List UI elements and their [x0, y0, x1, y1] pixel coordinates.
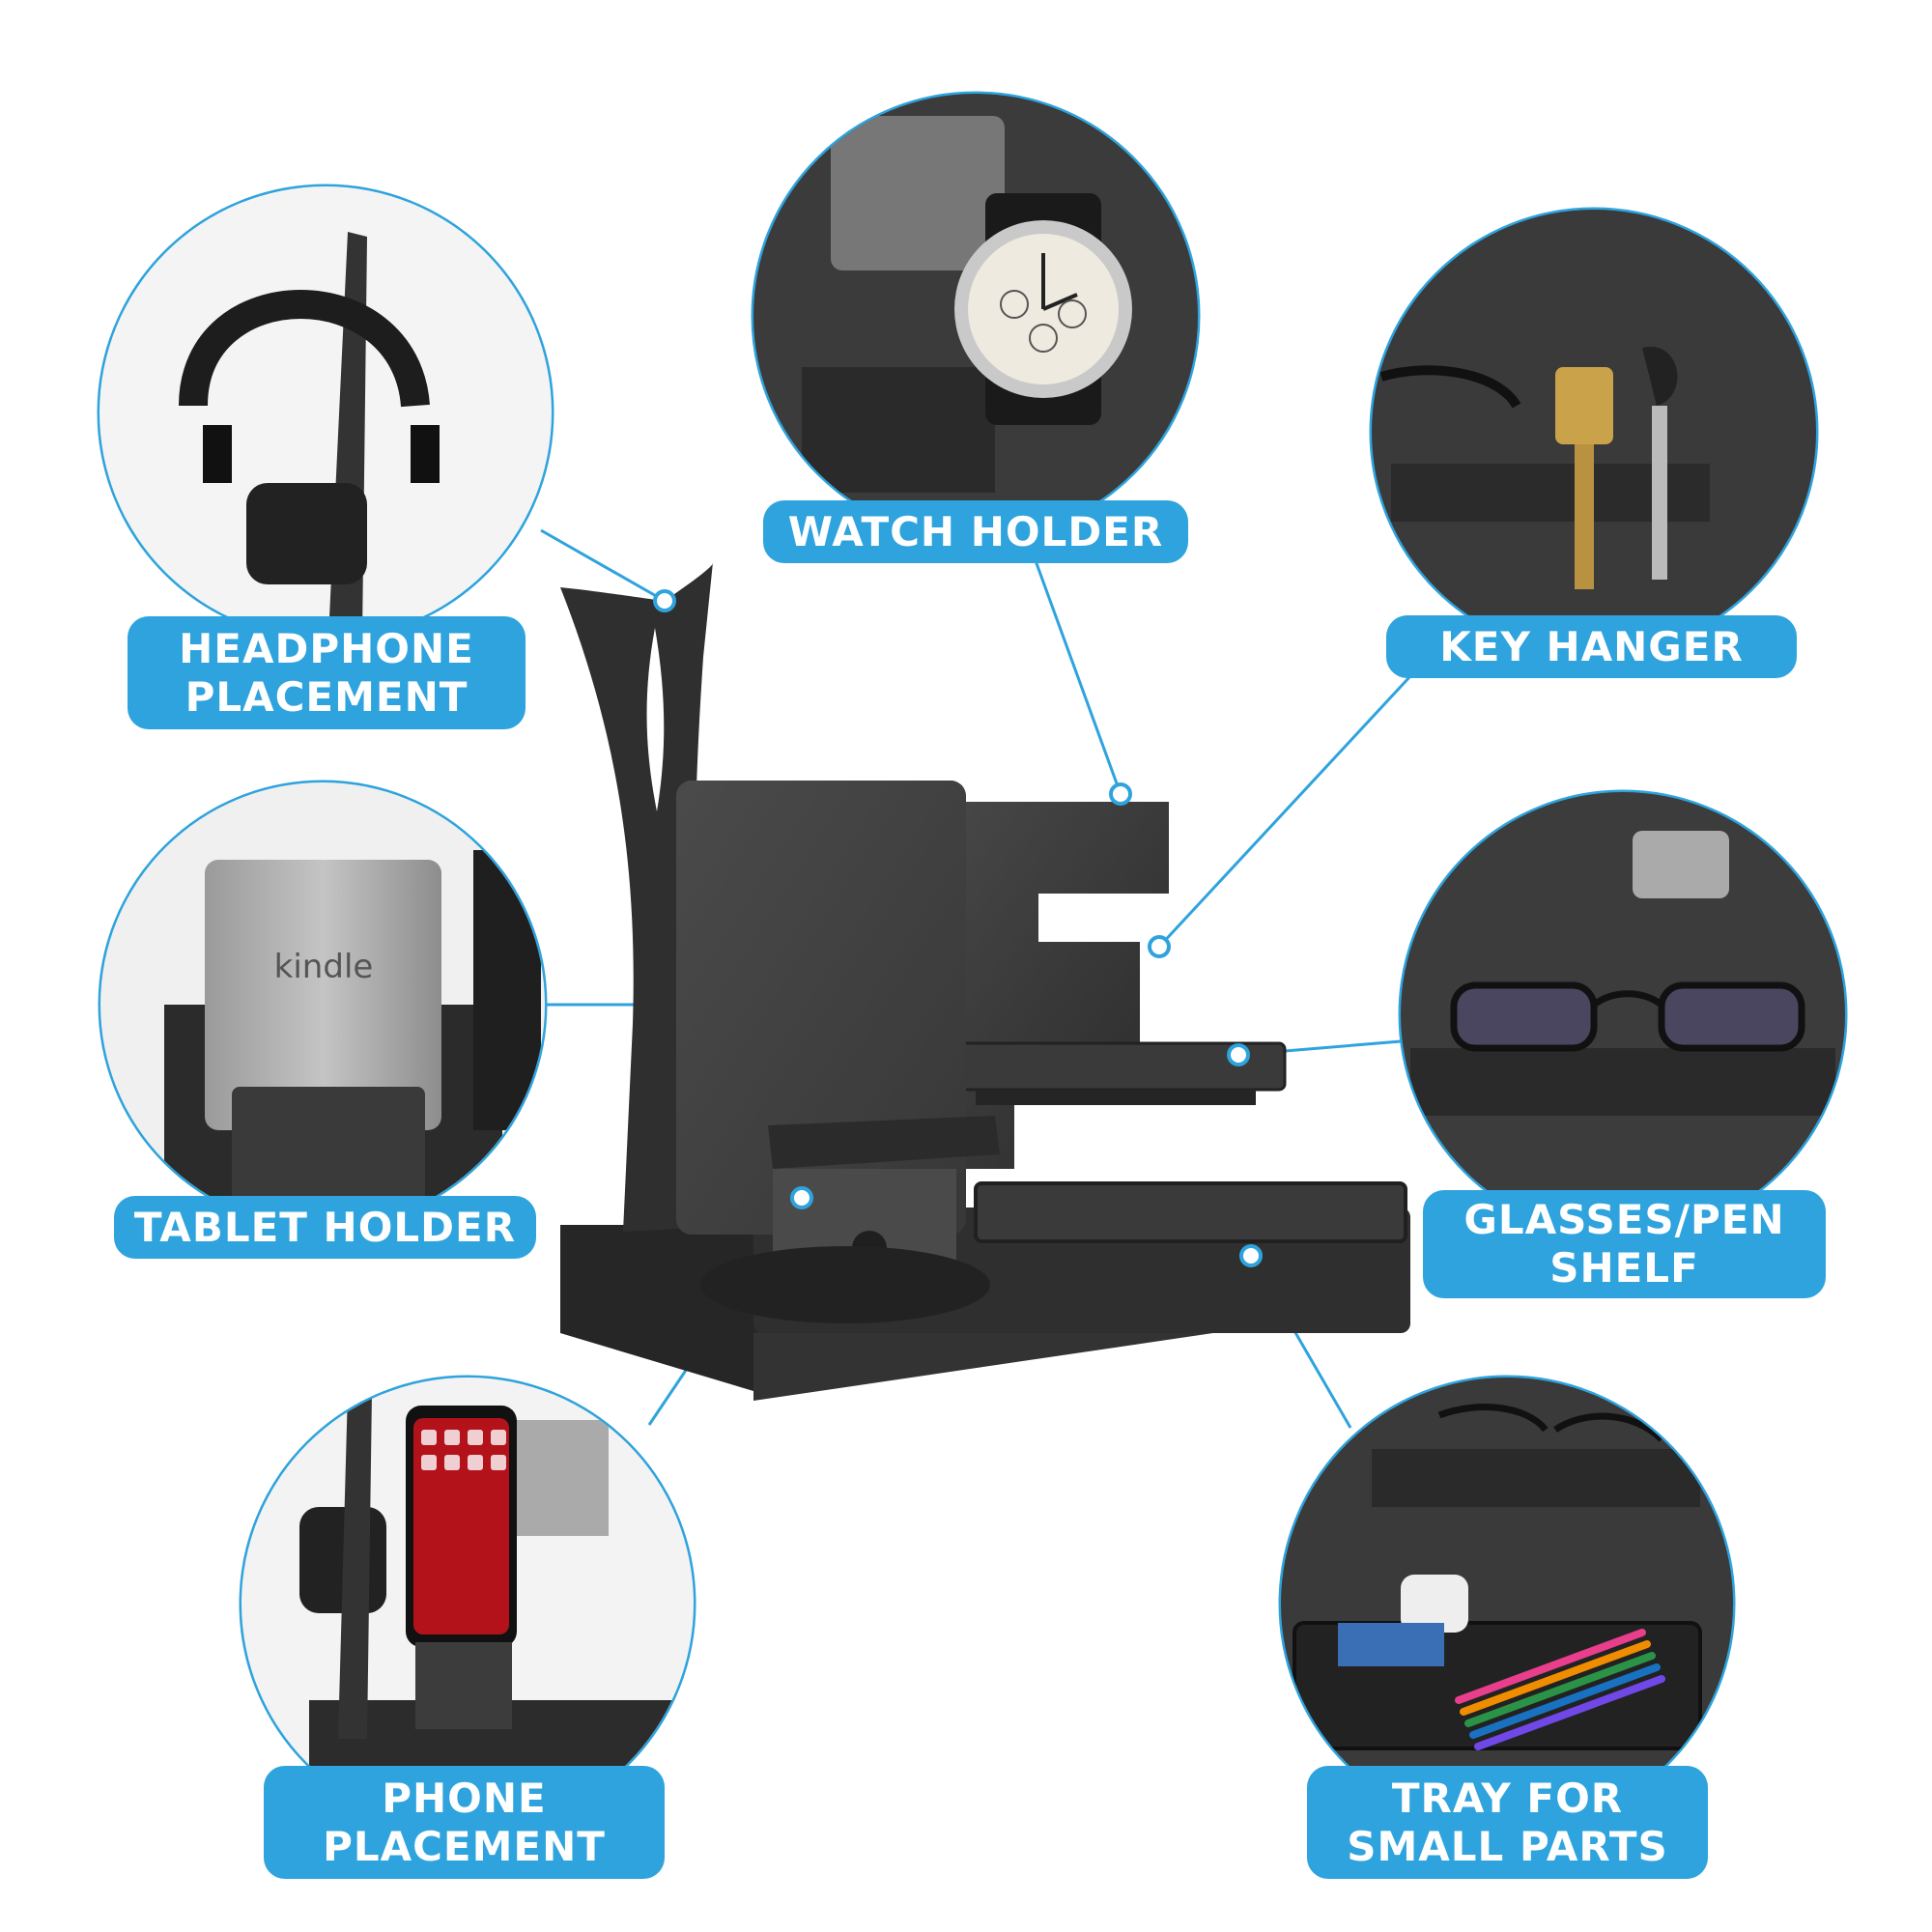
- tray-for-small-parts-label: TRAY FOR SMALL PARTS: [1307, 1766, 1708, 1879]
- key-hanger-label: KEY HANGER: [1386, 615, 1797, 678]
- label-line: TRAY FOR: [1391, 1774, 1624, 1822]
- label-line: SHELF: [1549, 1244, 1699, 1292]
- pens-icon: [1455, 1629, 1665, 1750]
- inset-glasses: [1398, 789, 1848, 1239]
- glasses-icon: [1450, 981, 1805, 1052]
- watch-holder-label: WATCH HOLDER: [763, 500, 1188, 563]
- watch-icon: [954, 193, 1132, 425]
- label-line: HEADPHONE: [179, 624, 474, 672]
- connector-dots: [653, 589, 1263, 1267]
- label-line: PLACEMENT: [185, 672, 469, 721]
- headphones-icon: [179, 290, 440, 584]
- inset-tablet: kindle: [98, 780, 548, 1230]
- inset-tray: [1278, 1375, 1736, 1833]
- tablet-icon: kindle: [205, 860, 441, 1130]
- inset-watch: [751, 91, 1201, 541]
- label-line: GLASSES/PEN: [1463, 1196, 1785, 1243]
- inset-headphone: [97, 184, 554, 641]
- tablet-holder-label: TABLET HOLDER: [114, 1196, 536, 1259]
- desk-organizer: [560, 562, 1410, 1401]
- label-line: KEY HANGER: [1439, 622, 1744, 670]
- glasses-pen-shelf-label: GLASSES/PEN SHELF: [1423, 1190, 1826, 1298]
- label-line: TABLET HOLDER: [133, 1203, 517, 1251]
- smartphone-icon: [406, 1406, 517, 1647]
- label-line: PHONE: [382, 1774, 547, 1822]
- tablet-brand-text: kindle: [274, 948, 374, 986]
- label-line: SMALL PARTS: [1347, 1822, 1668, 1870]
- headphone-placement-label: HEADPHONE PLACEMENT: [128, 616, 526, 729]
- inset-phone: [239, 1375, 696, 1833]
- label-line: WATCH HOLDER: [787, 507, 1164, 555]
- phone-placement-label: PHONE PLACEMENT: [264, 1766, 665, 1879]
- inset-key: [1369, 207, 1819, 657]
- label-line: PLACEMENT: [323, 1822, 606, 1870]
- keys-icon: [1555, 346, 1678, 589]
